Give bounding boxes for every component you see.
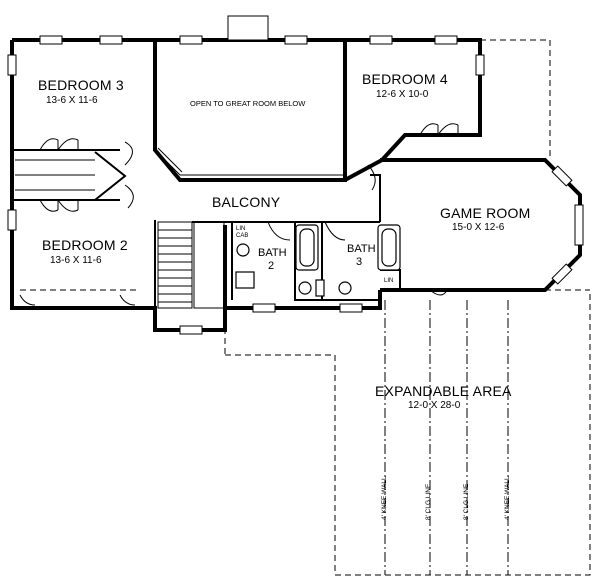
- doors: [19, 123, 459, 306]
- balcony-label: BALCONY: [212, 194, 281, 210]
- knee-wall-note-right: 4' KNEE WALL: [504, 476, 511, 520]
- open-to-great-room-label: OPEN TO GREAT ROOM BELOW: [190, 99, 306, 108]
- bath3-number: 3: [356, 256, 363, 268]
- bath3-label: BATH: [347, 243, 376, 255]
- bedroom4-name: BEDROOM 4: [362, 71, 448, 87]
- lin-label: LIN: [384, 278, 394, 284]
- expandable-area-dims: 12-0 X 28-0: [408, 400, 461, 411]
- bedroom2-name: BEDROOM 2: [42, 237, 128, 253]
- bedroom3-name: BEDROOM 3: [38, 77, 124, 93]
- bath-fixtures: [235, 224, 401, 297]
- game-room-name: GAME ROOM: [440, 205, 531, 221]
- expandable-outline: [20, 39, 591, 576]
- lin-cab-label-1: LIN: [236, 226, 246, 232]
- staircase: [157, 221, 225, 309]
- game-room-dims: 15-0 X 12-6: [452, 222, 505, 233]
- bedroom3-dims: 13-6 X 11-6: [46, 95, 98, 106]
- knee-wall-note-left: 4' KNEE WALL: [381, 476, 388, 520]
- expandable-area-name: EXPANDABLE AREA: [375, 383, 512, 399]
- lin-cab-label-2: CAB: [236, 233, 249, 239]
- bedroom2-dims: 13-6 X 11-6: [50, 255, 102, 266]
- windows: [7, 15, 584, 335]
- clg-line-note-left: 8' CLG LINE: [425, 483, 432, 520]
- bath2-number: 2: [268, 260, 275, 272]
- bath2-label: BATH: [258, 247, 287, 259]
- bedroom4-dims: 12-6 X 10-0: [376, 89, 429, 100]
- clg-line-note-right: 8' CLG LINE: [463, 483, 470, 520]
